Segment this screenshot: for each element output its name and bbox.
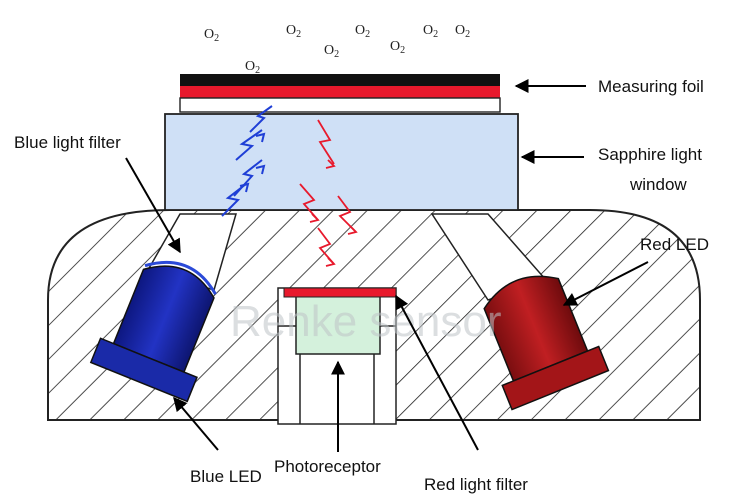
o2-molecule: O2 — [423, 23, 438, 40]
o2-molecule: O2 — [324, 43, 339, 60]
label-blue-light-filter: Blue light filter — [14, 133, 121, 152]
o2-molecule: O2 — [355, 23, 370, 40]
o2-molecule: O2 — [455, 23, 470, 40]
label-sapphire-light-window-line1: Sapphire light — [598, 145, 702, 164]
blue-light-rays — [221, 105, 273, 217]
o2-molecule: O2 — [286, 23, 301, 40]
measuring-foil — [179, 74, 501, 113]
red-light-rays — [299, 119, 358, 267]
label-sapphire-light-window-line2: window — [629, 175, 687, 194]
blue-light-filter — [144, 260, 217, 295]
label-blue-led: Blue LED — [190, 467, 262, 486]
label-photoreceptor: Photoreceptor — [274, 457, 381, 476]
leader-arrows — [125, 79, 649, 452]
blue-led — [89, 260, 217, 403]
red-light-filter — [283, 287, 397, 298]
sapphire-light-window — [164, 113, 519, 211]
red-led — [483, 275, 610, 411]
o2-molecule: O2 — [245, 59, 260, 76]
label-measuring-foil: Measuring foil — [598, 77, 704, 96]
watermark: Renke sensor — [230, 297, 501, 346]
o2-molecule: O2 — [390, 39, 405, 56]
label-red-light-filter: Red light filter — [424, 475, 528, 494]
oxygen-molecules: O2 O2 O2 O2 O2 O2 O2 O2 — [204, 23, 470, 76]
photoreceptor — [295, 295, 381, 355]
label-red-led: Red LED — [640, 235, 709, 254]
o2-molecule: O2 — [204, 27, 219, 44]
